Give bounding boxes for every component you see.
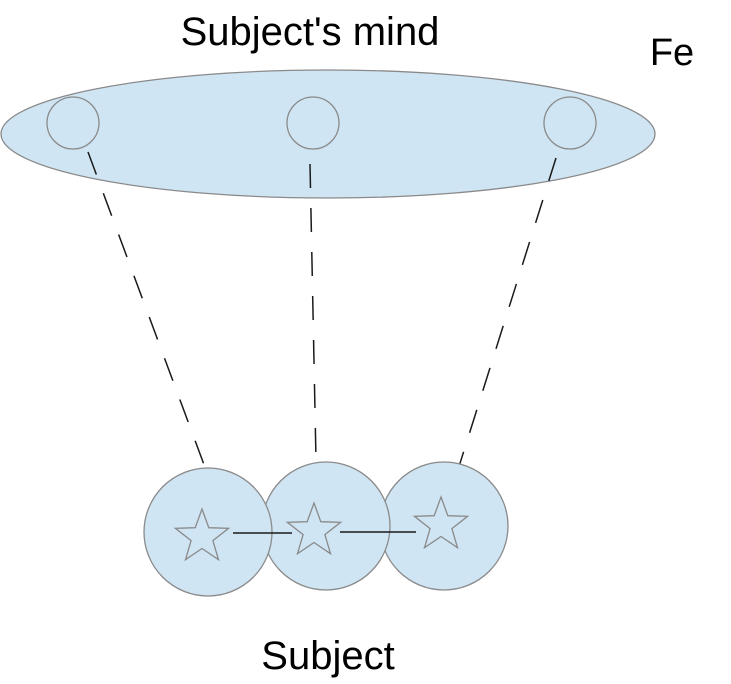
subject-circle-left	[143, 467, 273, 597]
dashed-connector-center	[309, 163, 317, 461]
dashed-connector-right	[455, 157, 557, 477]
star-icon-left	[173, 507, 231, 562]
dashed-connector-left	[87, 151, 207, 471]
subjects-mind-label: Subject's mind	[181, 10, 440, 54]
subject-circle-right	[379, 461, 509, 591]
mind-ellipse	[0, 69, 656, 199]
mind-node-center	[286, 96, 340, 150]
subject-circle-center	[261, 461, 391, 591]
mind-node-right	[543, 96, 597, 150]
star-icon-right	[412, 495, 470, 550]
mind-node-left	[46, 96, 100, 150]
subject-label: Subject	[261, 634, 394, 678]
fe-label: Fe	[650, 32, 694, 74]
star-icon-center	[285, 501, 343, 556]
